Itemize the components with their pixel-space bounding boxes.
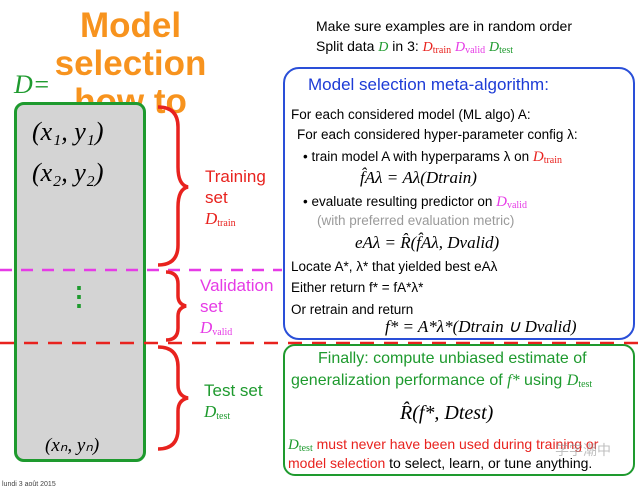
- dataset-box: [14, 102, 146, 462]
- retrain-formula: f* = A*λ*(Dtrain ∪ Dvalid): [385, 317, 577, 336]
- algorithm-box: [283, 67, 635, 340]
- evaluate-formula: eAλ = R̂(f̂Aλ, Dvalid): [355, 233, 500, 252]
- intro-train: Dtrain: [422, 40, 452, 56]
- intro-line2: Split data D in 3: Dtrain Dvalid Dtest: [316, 38, 514, 56]
- dataset-row-n: (xₙ, yₙ): [45, 435, 100, 456]
- training-label: Training set Dtrain: [205, 167, 266, 229]
- intro-valid: Dvalid: [454, 40, 486, 56]
- dataset-dots: ⋮: [66, 281, 92, 311]
- for-each-model: For each considered model (ML algo) A:: [291, 107, 531, 122]
- final-formula: R̂(f*, Dtest): [400, 402, 494, 424]
- train-step: • train model A with hyperparams λ on Dt…: [303, 149, 563, 166]
- retrain-step: Or retrain and return: [291, 302, 414, 317]
- intro-line1: Make sure examples are in random order: [316, 18, 573, 34]
- test-brace: [157, 345, 189, 451]
- evaluate-step: • evaluate resulting predictor on Dvalid: [303, 194, 527, 211]
- either-return-step: Either return f* = fA*λ*: [291, 280, 424, 295]
- watermark: 学学潮中: [555, 442, 611, 458]
- test-label: Test set Dtest: [204, 381, 263, 422]
- dataset-label: D=: [14, 70, 51, 99]
- train-formula: f̂Aλ = Aλ(Dtrain): [360, 168, 477, 187]
- training-brace: [157, 105, 189, 267]
- final-warning-line2: model selection to select, learn, or tun…: [288, 455, 593, 471]
- dataset-row-1: (x₁, y₁): [32, 117, 104, 146]
- final-warning-line1: Dtest must never have been used during t…: [288, 436, 599, 454]
- evaluate-note: (with preferred evaluation metric): [317, 213, 515, 228]
- final-line2: generalization performance of f* using D…: [291, 372, 593, 390]
- validation-label: Validation set Dvalid: [200, 276, 274, 338]
- locate-step: Locate A*, λ* that yielded best eAλ: [291, 259, 498, 274]
- footer-date: lundi 3 août 2015: [2, 481, 56, 488]
- intro-test: Dtest: [489, 40, 514, 56]
- dataset-row-2: (x₂, y₂): [32, 158, 104, 187]
- final-line1: Finally: compute unbiased estimate of: [318, 350, 587, 367]
- for-each-hyper: For each considered hyper-parameter conf…: [297, 127, 578, 142]
- final-box: [283, 344, 635, 476]
- title-line1: Model selection: [54, 6, 207, 83]
- page-title: Model selection how to: [3, 7, 258, 121]
- algorithm-heading: Model selection meta-algorithm:: [308, 75, 549, 94]
- validation-brace: [165, 270, 187, 342]
